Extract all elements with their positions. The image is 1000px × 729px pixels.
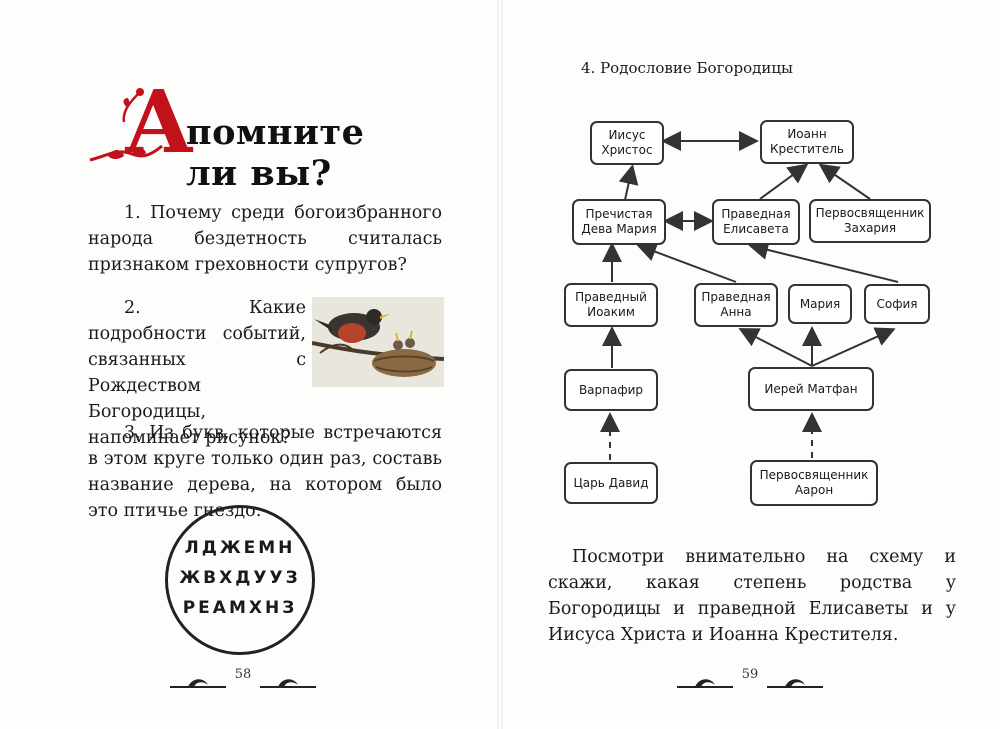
question-2: 2. Какие подробности событий, связанных … [88, 298, 306, 448]
node-mary: Пречистая Дева Мария [572, 199, 666, 245]
drop-cap: А [124, 72, 195, 173]
page-number-right: 59 [741, 667, 759, 682]
left-page: А помните ли вы? 1. Почему среди богоизб… [0, 0, 497, 729]
node-zachariah: Первосвященник Захария [809, 199, 931, 243]
node-matfan: Иерей Матфан [748, 367, 874, 411]
node-elizabeth: Праведная Елисавета [712, 199, 800, 245]
node-joachim: Праведный Иоаким [564, 283, 658, 327]
letter-row-2: ЖВХДУУЗ [179, 568, 301, 588]
node-aaron: Первосвященник Аарон [750, 460, 878, 506]
node-anna: Праведная Анна [694, 283, 778, 327]
node-varpafir: Варпафир [564, 369, 658, 411]
letter-row-1: ЛДЖЕМН [184, 538, 296, 558]
page-title: помните ли вы? [186, 112, 365, 194]
section-heading: А помните ли вы? [88, 72, 418, 194]
decorative-swash-icon [89, 144, 163, 162]
ornament-right-icon [677, 679, 823, 688]
book-gutter [497, 0, 503, 729]
node-sofia: София [864, 284, 930, 324]
diagram-question: Посмотри внимательно на схему и скажи, к… [548, 547, 956, 645]
page-footer-right: 59 [675, 665, 825, 691]
node-john: Иоанн Креститель [760, 120, 854, 164]
node-david: Царь Давид [564, 462, 658, 504]
letter-row-3: РЕАМХНЗ [182, 598, 298, 618]
page-number-left: 58 [234, 667, 252, 682]
node-maria: Мария [788, 284, 852, 324]
section-4-title: 4. Родословие Богородицы [581, 59, 793, 77]
question-1: 1. Почему среди богоизбранного народа бе… [88, 203, 442, 275]
node-jesus: Иисус Христос [590, 121, 664, 165]
letter-circle: ЛДЖЕМН ЖВХДУУЗ РЕАМХНЗ [165, 505, 315, 655]
decorative-vine-icon [122, 88, 144, 123]
page-footer-left: 58 [168, 665, 318, 691]
bird-nest-illustration [312, 297, 444, 387]
ornament-left-icon [170, 679, 316, 688]
